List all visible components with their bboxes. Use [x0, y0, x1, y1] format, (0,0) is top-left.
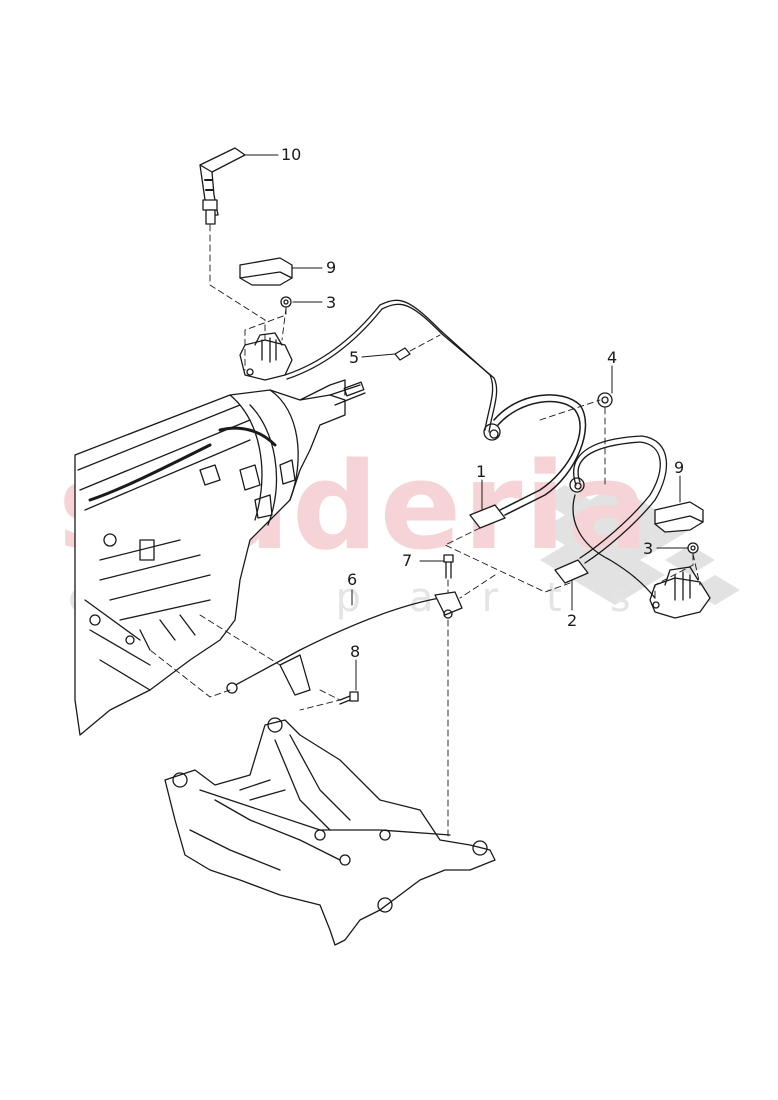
callout-10: 10 — [281, 145, 302, 164]
callout-5: 5 — [349, 348, 360, 367]
callout-6: 6 — [347, 570, 358, 589]
callout-3-left: 3 — [326, 293, 337, 312]
selector-lever-right — [649, 566, 711, 619]
selector-lever-left — [239, 332, 293, 381]
callout-1: 1 — [476, 462, 487, 481]
callout-3-right: 3 — [643, 539, 654, 558]
cap-part-left — [239, 257, 293, 286]
callout-2: 2 — [567, 611, 578, 630]
callout-9-right: 9 — [674, 458, 685, 477]
callout-7: 7 — [402, 551, 413, 570]
subframe — [164, 717, 496, 946]
handle-part — [199, 147, 246, 225]
transmission — [74, 379, 366, 736]
cap-part-right — [654, 501, 704, 533]
callout-9-left: 9 — [326, 258, 337, 277]
callout-4: 4 — [607, 348, 618, 367]
callout-8: 8 — [350, 642, 361, 661]
